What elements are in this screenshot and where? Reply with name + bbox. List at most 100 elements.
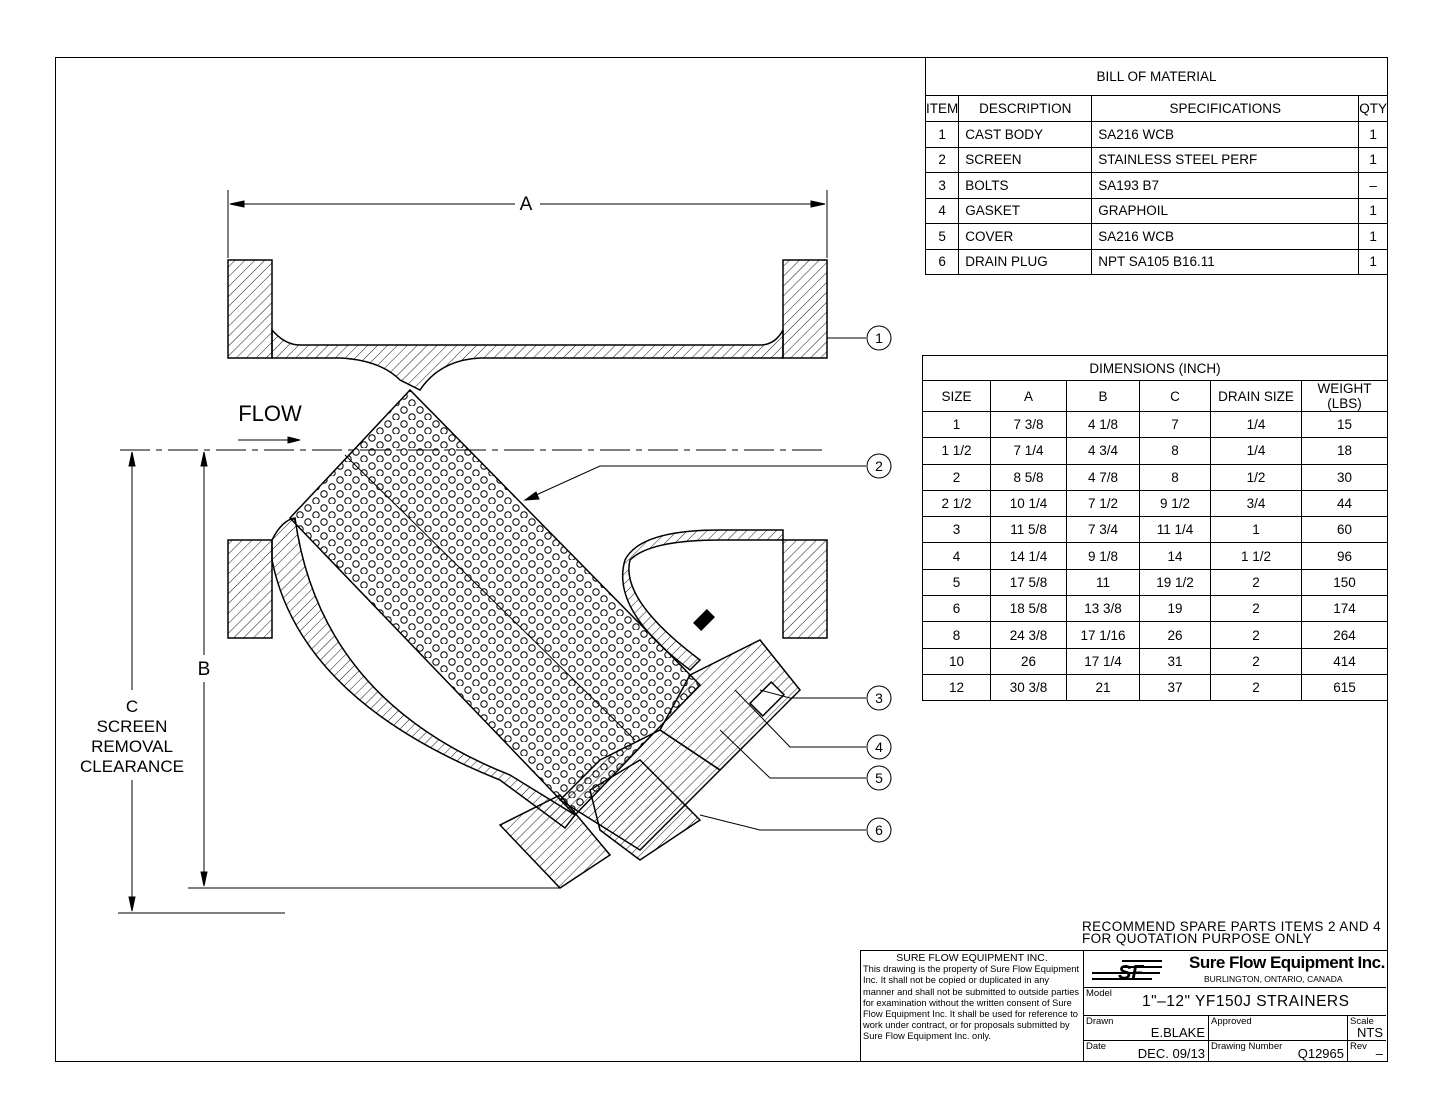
dims-header: B — [1066, 380, 1140, 412]
body-top-wall — [271, 327, 784, 391]
bom-cell: CAST BODY — [958, 121, 1093, 148]
bom-cell: 4 — [924, 197, 960, 224]
dims-header: C — [1139, 380, 1211, 412]
balloon-1: 1 — [866, 325, 892, 351]
model-label: Model — [1086, 988, 1112, 999]
dims-cell: 174 — [1301, 595, 1388, 623]
bom-cell: GRAPHOIL — [1091, 197, 1360, 224]
dims-cell: 19 1/2 — [1139, 568, 1211, 597]
svg-text:5: 5 — [875, 770, 883, 786]
dims-cell: 24 3/8 — [990, 621, 1067, 649]
disclaimer-text: This drawing is the property of Sure Flo… — [863, 964, 1080, 1042]
company-location: BURLINGTON, ONTARIO, CANADA — [1204, 974, 1343, 984]
company-name: Sure Flow Equipment Inc. — [1189, 953, 1385, 972]
dims-cell: 4 1/8 — [1066, 410, 1140, 439]
bom-cell: SA216 WCB — [1091, 121, 1360, 148]
model-cell: Model 1"–12" YF150J STRAINERS — [1084, 988, 1386, 1016]
bill-of-material-table: BILL OF MATERIAL ITEM DESCRIPTION SPECIF… — [924, 57, 1388, 275]
dims-header: SIZE — [922, 380, 991, 412]
date-value: DEC. 09/13 — [1137, 1046, 1205, 1061]
outlet-bottom-boss — [621, 529, 784, 671]
dims-cell: 7 1/4 — [990, 437, 1067, 465]
dims-cell: 5 — [922, 568, 991, 597]
approved-cell: Approved — [1209, 1016, 1348, 1041]
dims-cell: 1/2 — [1210, 463, 1302, 491]
dims-cell: 15 — [1301, 410, 1388, 439]
dims-cell: 615 — [1301, 673, 1388, 702]
dim-b-label: B — [198, 659, 211, 680]
bom-cell: STAINLESS STEEL PERF — [1091, 146, 1360, 173]
bom-cell: 1 — [924, 121, 960, 148]
inlet-flange-top — [227, 259, 273, 359]
dims-cell: 8 — [1139, 463, 1211, 491]
dims-cell: 31 — [1139, 647, 1211, 675]
bom-cell: 6 — [924, 248, 960, 275]
note-line: FOR QUOTATION PURPOSE ONLY — [1082, 931, 1313, 946]
dim-a-label: A — [520, 194, 533, 215]
bom-header: DESCRIPTION — [958, 95, 1093, 122]
dims-cell: 13 3/8 — [1066, 595, 1140, 623]
drain-plug — [589, 759, 702, 861]
bom-cell: 5 — [924, 223, 960, 250]
bom-cell: SA216 WCB — [1091, 223, 1360, 250]
rev-cell: Rev – — [1348, 1041, 1386, 1061]
dims-cell: 4 3/4 — [1066, 437, 1140, 465]
dim-c-label: CLEARANCE — [80, 757, 184, 776]
dims-cell: 19 — [1139, 595, 1211, 623]
dims-cell: 2 — [1210, 647, 1302, 675]
dims-title: DIMENSIONS (INCH) — [922, 355, 1388, 381]
bom-cell: 1 — [1358, 248, 1388, 275]
scale-label: Scale — [1350, 1016, 1374, 1027]
drawing-border — [55, 57, 1388, 1062]
drawing-number-label: Drawing Number — [1211, 1041, 1283, 1052]
dims-cell: 10 — [922, 647, 991, 675]
drawing-number-cell: Drawing Number Q12965 — [1209, 1041, 1348, 1061]
title-block: SURE FLOW EQUIPMENT INC. This drawing is… — [860, 950, 1388, 1062]
company-heading: SURE FLOW EQUIPMENT INC. — [896, 952, 1048, 964]
bom-cell: COVER — [958, 223, 1093, 250]
approved-label: Approved — [1211, 1016, 1252, 1027]
balloon-6: 6 — [866, 817, 892, 843]
dims-cell: 3 — [922, 516, 991, 544]
dims-cell: 17 1/16 — [1066, 621, 1140, 649]
dims-cell: 37 — [1139, 673, 1211, 702]
dims-cell: 8 5/8 — [990, 463, 1067, 491]
dims-cell: 2 — [1210, 673, 1302, 702]
dims-cell: 12 — [922, 673, 991, 702]
bom-cell: SCREEN — [958, 146, 1093, 173]
drawn-value: E.BLAKE — [1150, 1025, 1205, 1040]
dims-cell: 414 — [1301, 647, 1388, 675]
model-value: 1"–12" YF150J STRAINERS — [1142, 993, 1350, 1010]
scale-cell: Scale NTS — [1348, 1016, 1386, 1041]
bom-cell: 2 — [924, 146, 960, 173]
bom-cell: DRAIN PLUG — [958, 248, 1093, 275]
bom-cell: 3 — [924, 172, 960, 199]
dims-cell: 96 — [1301, 542, 1388, 570]
bom-cell: SA193 B7 — [1091, 172, 1360, 199]
balloon-2: 2 — [866, 453, 892, 479]
dims-cell: 1 — [1210, 516, 1302, 544]
dims-cell: 11 5/8 — [990, 516, 1067, 544]
dims-cell: 264 — [1301, 621, 1388, 649]
dims-cell: 8 — [1139, 437, 1211, 465]
cover — [659, 639, 802, 771]
drawing-number-value: Q12965 — [1297, 1046, 1344, 1061]
dims-cell: 10 1/4 — [990, 489, 1067, 518]
bom-cell: 1 — [1358, 223, 1388, 250]
dim-c-label: REMOVAL — [91, 737, 173, 756]
svg-text:2: 2 — [875, 458, 883, 474]
scale-value: NTS — [1357, 1025, 1383, 1040]
balloon-5: 5 — [866, 765, 892, 791]
dims-cell: 2 1/2 — [922, 489, 991, 518]
dims-cell: 44 — [1301, 489, 1388, 518]
dims-cell: 1 1/2 — [922, 437, 991, 465]
spare-parts-note: RECOMMEND SPARE PARTS ITEMS 2 AND 4 FOR … — [1082, 919, 1382, 946]
note-line: RECOMMEND SPARE PARTS ITEMS 2 AND 4 — [1082, 919, 1382, 934]
bolt-head — [693, 609, 715, 631]
